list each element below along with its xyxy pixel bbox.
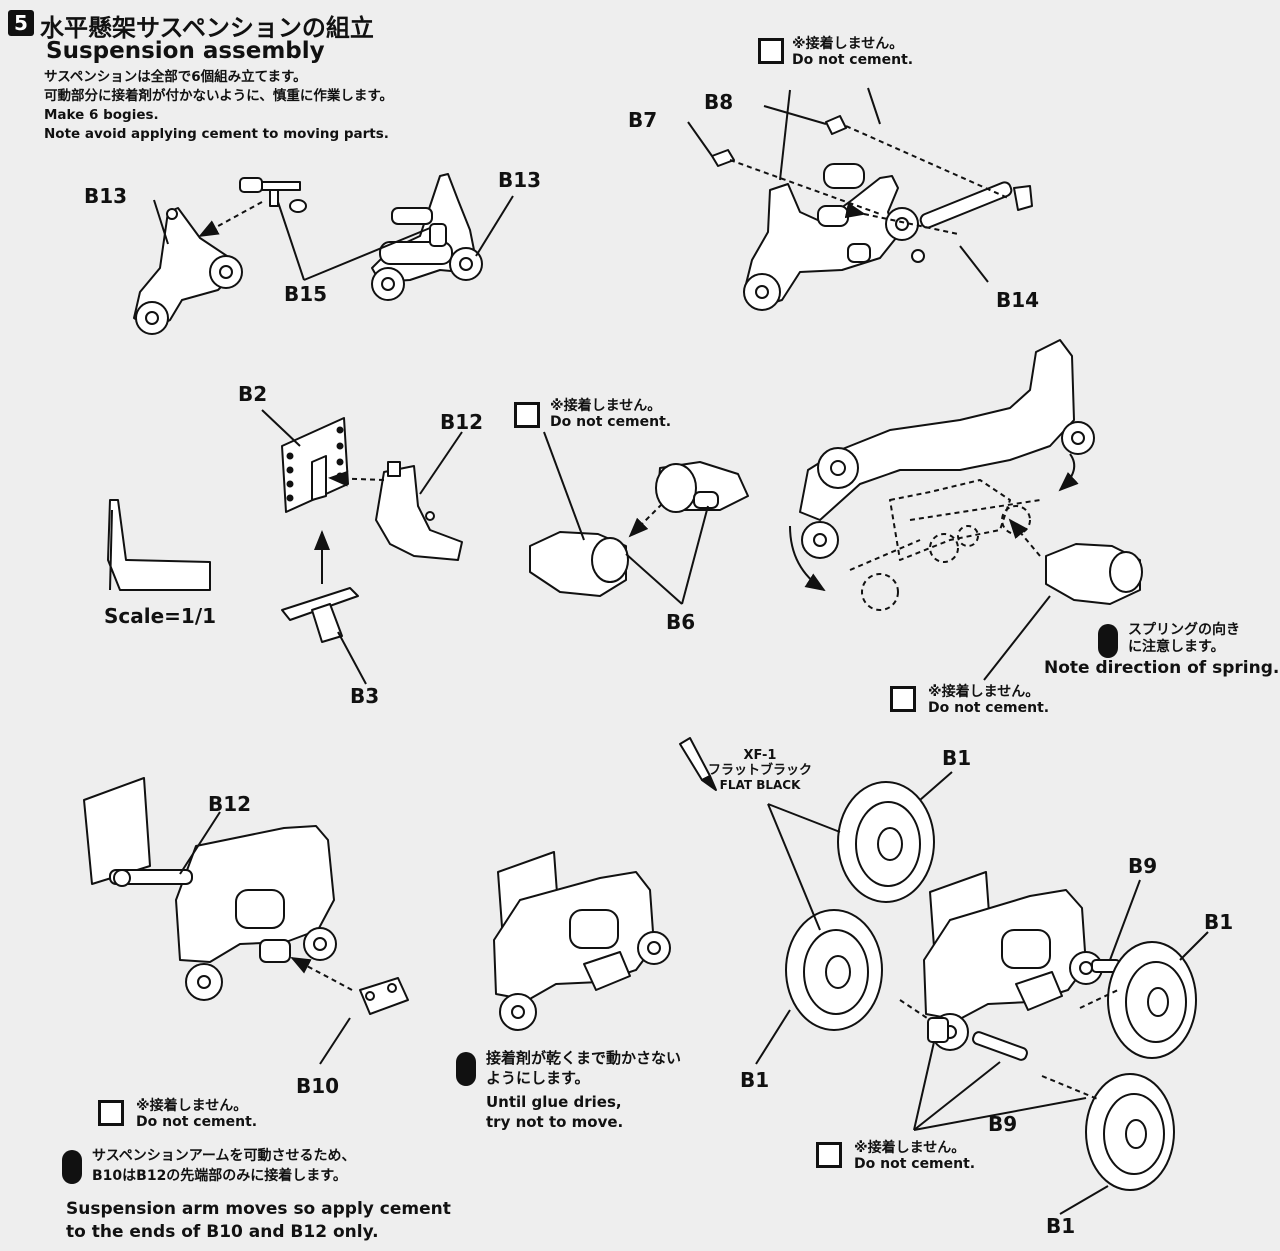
intro-line: Note avoid applying cement to moving par…: [44, 126, 389, 142]
caution-icon: [456, 1052, 476, 1086]
part-label-b1: B1: [740, 1068, 770, 1092]
wheel-b1-2: [785, 909, 883, 1031]
no-cement-en: Do not cement.: [792, 52, 914, 68]
b2-plate: [281, 417, 349, 513]
b7-cap: [711, 149, 735, 167]
no-cement-en: Do not cement.: [854, 1156, 976, 1172]
no-cement-icon: [758, 38, 784, 64]
b12-bracket: [375, 461, 463, 561]
intro-text: サスペンションは全部で6個組み立てます。 可動部分に接着剤が付かないように、慎重…: [44, 68, 393, 144]
spring-note-jp: スプリングの向き に注意します。: [1128, 622, 1240, 656]
arm-note-jp: サスペンションアームを可動させるため、 B10はB12の先端部のみに接着します。: [92, 1146, 355, 1186]
step-number-badge: 5: [8, 10, 34, 36]
bogie-assembly-dashed: [799, 339, 1143, 611]
bogie-left-bottom: [83, 777, 409, 1015]
intro-line: 可動部分に接着剤が付かないように、慎重に作業します。: [44, 88, 393, 104]
glue-en-line: Until glue dries,: [486, 1093, 622, 1111]
arm-jp-line: サスペンションアームを可動させるため、: [92, 1148, 356, 1164]
caution-icon: [62, 1150, 82, 1184]
glue-note: 接着剤が乾くまで動かさない ようにします。 Until glue dries, …: [486, 1048, 681, 1132]
part-label-b7: B7: [628, 108, 658, 132]
b14-axle: [911, 181, 1033, 263]
b14-frame-top: [743, 163, 919, 311]
intro-line: Make 6 bogies.: [44, 107, 159, 123]
no-cement-icon: [890, 686, 916, 712]
part-label-b1: B1: [1204, 910, 1234, 934]
part-label-b2: B2: [238, 382, 268, 406]
part-label-b6: B6: [666, 610, 696, 634]
wheel-b1-3: [1107, 941, 1197, 1059]
step-title-jp: 水平懸架サスペンションの組立: [40, 14, 374, 42]
b3-plate: [281, 587, 359, 643]
glue-en-line: try not to move.: [486, 1113, 624, 1131]
no-cement-jp: ※接着しません。: [550, 398, 662, 414]
part-label-b15: B15: [284, 282, 328, 306]
no-cement-icon: [816, 1142, 842, 1168]
paint-brush-icon: [679, 737, 717, 791]
paint-name-jp: フラットブラック: [708, 763, 813, 778]
part-label-b12: B12: [208, 792, 252, 816]
scale-part: [107, 499, 211, 591]
no-cement-en: Do not cement.: [928, 700, 1050, 716]
paint-callout: XF-1 フラットブラック FLAT BLACK: [708, 748, 812, 793]
paint-name-en: FLAT BLACK: [719, 778, 801, 792]
no-cement-en: Do not cement.: [136, 1114, 258, 1130]
part-label-b3: B3: [350, 684, 380, 708]
no-cement-note: ※接着しません。 Do not cement.: [136, 1098, 257, 1130]
paint-code: XF-1: [743, 748, 777, 763]
part-label-b13: B13: [84, 184, 128, 208]
intro-line: サスペンションは全部で6個組み立てます。: [44, 69, 307, 85]
bogie-right-bottom: [923, 871, 1121, 1061]
b8-cap: [825, 115, 847, 135]
part-label-b1: B1: [942, 746, 972, 770]
b13-arm-left: [133, 207, 243, 335]
b13-arm-right: [371, 173, 483, 301]
no-cement-icon: [514, 402, 540, 428]
wheel-b1-1: [837, 781, 935, 903]
no-cement-note: ※接着しません。 Do not cement.: [928, 684, 1049, 716]
part-label-b1: B1: [1046, 1214, 1076, 1238]
part-label-b9: B9: [1128, 854, 1158, 878]
part-label-b14: B14: [996, 288, 1040, 312]
no-cement-icon: [98, 1100, 124, 1126]
spring-jp-line: スプリングの向き: [1128, 622, 1240, 638]
glue-jp-line: ようにします。: [486, 1069, 590, 1087]
b6-spring-housing: [529, 461, 749, 597]
no-cement-en: Do not cement.: [550, 414, 672, 430]
scale-label: Scale=1/1: [104, 604, 217, 628]
wheel-b1-4: [1085, 1073, 1175, 1191]
no-cement-note: ※接着しません。 Do not cement.: [854, 1140, 975, 1172]
arm-jp-line: B10はB12の先端部のみに接着します。: [92, 1168, 347, 1184]
spring-note-en: Note direction of spring.: [1044, 658, 1280, 678]
no-cement-jp: ※接着しません。: [928, 684, 1040, 700]
arm-en-line: Suspension arm moves so apply cement: [66, 1199, 451, 1219]
b15-pin-left: [239, 177, 307, 213]
part-label-b8: B8: [704, 90, 734, 114]
bogie-center-bottom: [493, 851, 671, 1031]
arm-en-line: to the ends of B10 and B12 only.: [66, 1222, 379, 1242]
step-title-en: Suspension assembly: [46, 38, 325, 64]
part-label-b13: B13: [498, 168, 542, 192]
part-label-b9: B9: [988, 1112, 1018, 1136]
spring-jp-line: に注意します。: [1128, 639, 1225, 655]
no-cement-jp: ※接着しません。: [792, 36, 904, 52]
part-label-b12: B12: [440, 410, 484, 434]
arm-note-en: Suspension arm moves so apply cement to …: [66, 1198, 451, 1244]
no-cement-jp: ※接着しません。: [136, 1098, 248, 1114]
no-cement-note: ※接着しません。 Do not cement.: [550, 398, 671, 430]
no-cement-jp: ※接着しません。: [854, 1140, 966, 1156]
glue-jp-line: 接着剤が乾くまで動かさない: [486, 1049, 682, 1067]
no-cement-note: ※接着しません。 Do not cement.: [792, 36, 913, 68]
part-label-b10: B10: [296, 1074, 340, 1098]
caution-icon: [1098, 624, 1118, 658]
